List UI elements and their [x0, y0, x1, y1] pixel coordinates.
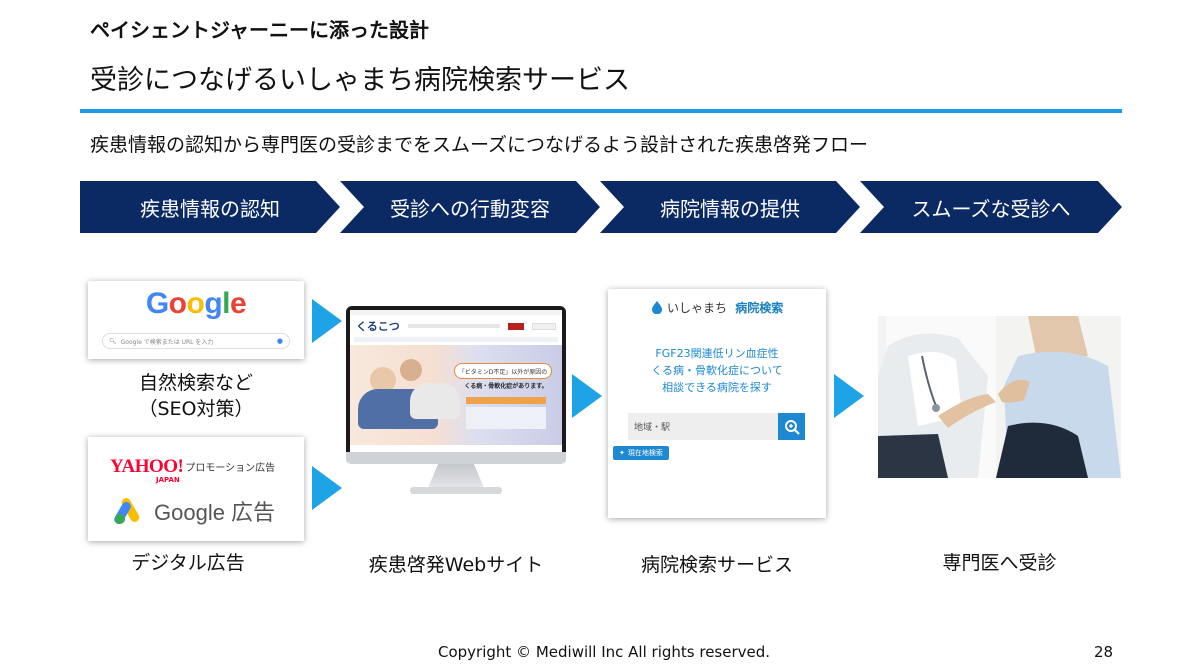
ishamachi-logo-text: いしゃまち: [666, 301, 727, 315]
google-logo: Google: [145, 287, 247, 320]
hospital-message-line1: FGF23関連低リン血症性: [655, 347, 779, 360]
eyebrow-heading: ペイシェントジャーニーに添った設計: [90, 18, 429, 42]
website-screenshot: くるこつ 「ビタミンD不足」以外が原因の くる病・骨軟化症があります。: [350, 310, 562, 454]
ishamachi-logo-suffix: 病院検索: [735, 301, 784, 315]
digital-ads-label: デジタル広告: [131, 552, 245, 574]
title-divider: [80, 109, 1122, 113]
flow-step-label: 病院情報の提供: [660, 196, 800, 221]
flow-arrow-icon: [834, 374, 864, 418]
search-icon: [784, 419, 800, 435]
copyright-footer: Copyright © Mediwill Inc All rights rese…: [438, 643, 771, 661]
site-logo: くるこつ: [356, 320, 400, 333]
flow-step-hospital-info: 病院情報の提供: [600, 181, 860, 233]
flow-arrow-icon: [312, 466, 342, 510]
google-search-input: 🔍︎ Google で検索または URL を入力 ●: [102, 333, 290, 349]
flow-step-consult: スムーズな受診へ: [860, 181, 1122, 233]
flow-step-label: 疾患情報の認知: [140, 196, 280, 221]
yahoo-japan-label: JAPAN: [156, 476, 180, 484]
natural-search-label-line1: 自然検索など: [138, 372, 253, 394]
flow-step-awareness: 疾患情報の認知: [80, 181, 340, 233]
area-station-input[interactable]: 地域・駅: [628, 413, 778, 440]
website-monitor: くるこつ 「ビタミンD不足」以外が原因の くる病・骨軟化症があります。: [346, 306, 566, 458]
search-icon: 🔍︎: [109, 337, 117, 345]
monitor-chin: [346, 452, 566, 464]
monitor-stand: [428, 464, 484, 488]
yahoo-logo: YAHOO!: [110, 456, 184, 477]
yahoo-promo-label: プロモーション広告: [185, 463, 276, 474]
google-search-card: Google 🔍︎ Google で検索または URL を入力 ●: [88, 281, 304, 359]
current-location-label: 現在地検索: [627, 449, 663, 457]
page-number: 28: [1094, 643, 1114, 661]
flow-step-label: 受診への行動変容: [390, 196, 550, 221]
google-ads-logo: Google 広告: [114, 495, 275, 527]
flow-step-label: スムーズな受診へ: [911, 196, 1071, 221]
consult-label: 専門医へ受診: [942, 552, 1057, 574]
location-icon: ✦: [619, 449, 625, 457]
website-label: 疾患啓発Webサイト: [368, 554, 544, 576]
natural-search-label: 自然検索など （SEO対策）: [88, 370, 304, 422]
yahoo-promotion-ads-logo: YAHOO! プロモーション広告: [110, 457, 275, 476]
ishamachi-logo: いしゃまち 病院検索: [608, 299, 826, 316]
natural-search-label-line2: （SEO対策）: [138, 398, 254, 420]
hospital-search-card: いしゃまち 病院検索 FGF23関連低リン血症性 くる病・骨軟化症について 相談…: [608, 289, 826, 518]
hospital-message-line3: 相談できる病院を探す: [662, 381, 772, 394]
ishamachi-drop-icon: [651, 301, 662, 315]
doctor-consultation-photo: [878, 316, 1121, 478]
hospital-service-label: 病院検索サービス: [640, 554, 793, 576]
hospital-search-button[interactable]: [778, 413, 805, 440]
hospital-message-line2: くる病・骨軟化症について: [651, 364, 783, 377]
site-banner-line1: 「ビタミンD不足」以外が原因の: [454, 363, 552, 379]
site-banner-line2: くる病・骨軟化症があります。: [464, 383, 548, 390]
hospital-search-message: FGF23関連低リン血症性 くる病・骨軟化症について 相談できる病院を探す: [608, 345, 826, 396]
digital-ads-card: YAHOO! プロモーション広告 JAPAN Google 広告: [88, 437, 304, 541]
flow-step-behavior: 受診への行動変容: [340, 181, 600, 233]
google-ads-label: Google 広告: [154, 500, 276, 525]
page-subtitle: 疾患情報の認知から専門医の受診までをスムーズにつなげるよう設計された疾患啓発フロ…: [90, 134, 869, 156]
current-location-button[interactable]: ✦ 現在地検索: [613, 446, 669, 460]
flow-steps: 疾患情報の認知 受診への行動変容 病院情報の提供 スムーズな受診へ: [80, 181, 1122, 233]
flow-arrow-icon: [572, 374, 602, 418]
flow-arrow-icon: [312, 299, 342, 343]
google-ads-icon: [114, 498, 140, 524]
search-placeholder: Google で検索または URL を入力: [120, 338, 214, 346]
website-hero-image: 「ビタミンD不足」以外が原因の くる病・骨軟化症があります。: [350, 345, 562, 445]
monitor-base: [410, 487, 502, 494]
page-title: 受診につなげるいしゃまち病院検索サービス: [90, 65, 630, 96]
microphone-icon: ●: [276, 337, 283, 345]
